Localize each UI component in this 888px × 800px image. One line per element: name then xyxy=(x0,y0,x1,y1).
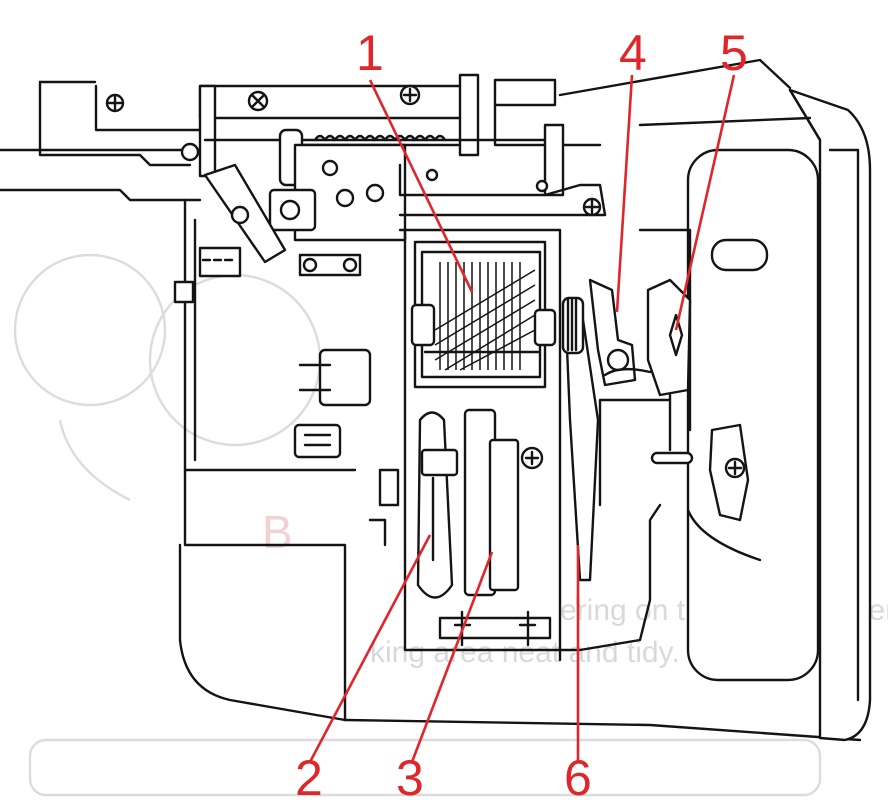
callout-number-2: 2 xyxy=(295,750,323,800)
side-cover xyxy=(558,58,872,742)
accessory-tray xyxy=(398,228,750,662)
leader-line-1 xyxy=(368,79,474,293)
machine-frame xyxy=(173,198,862,742)
background-letter: B xyxy=(262,506,293,558)
leader-line-2 xyxy=(308,534,432,763)
callout-number-6: 6 xyxy=(564,750,592,800)
callout-leaders xyxy=(308,74,736,763)
callout-number-5: 5 xyxy=(720,25,748,81)
leader-line-4 xyxy=(615,74,634,313)
callout-numbers: 1 2 3 4 5 6 xyxy=(295,25,748,800)
callout-number-4: 4 xyxy=(619,25,647,81)
leader-line-3 xyxy=(410,551,494,763)
leader-line-5 xyxy=(674,74,736,331)
callout-number-1: 1 xyxy=(356,25,384,81)
callout-number-3: 3 xyxy=(396,750,424,800)
upper-mechanism xyxy=(0,73,607,264)
